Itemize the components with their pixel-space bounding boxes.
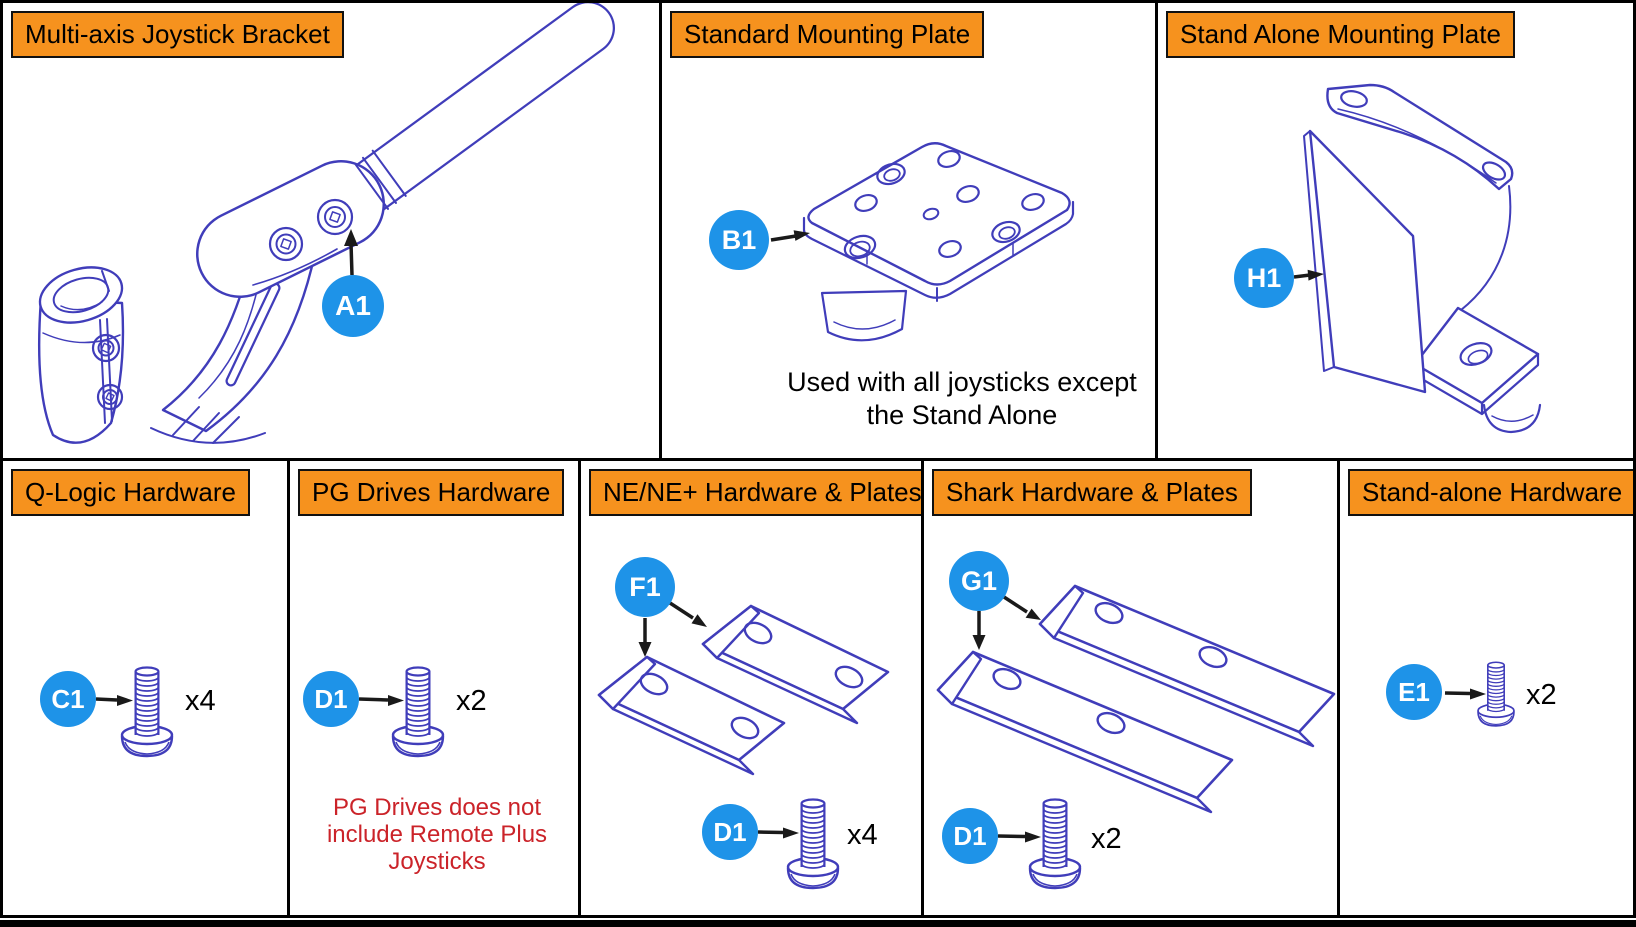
- panel-multi-axis-bracket: Multi-axis Joystick Bracket A1: [0, 0, 662, 461]
- h1-arrow: [1293, 269, 1324, 281]
- f1-arrows: [638, 601, 707, 657]
- stand-alone-plate-drawing: [1293, 83, 1542, 434]
- callout-d1-ne[interactable]: D1: [702, 804, 758, 860]
- joystick-bracket-drawing: [38, 3, 615, 444]
- qlogic-screw-drawing: [95, 666, 174, 758]
- panel-standard-mounting-plate: Standard Mounting Plate B1 Used with all…: [659, 0, 1158, 461]
- callout-f1[interactable]: F1: [615, 557, 675, 617]
- stand-alone-screw-drawing: [1444, 661, 1515, 727]
- ne-plates-drawing: [597, 601, 890, 890]
- panel-shark-hardware: Shark Hardware & Plates G1 D1 x2: [921, 458, 1340, 918]
- callout-c1[interactable]: C1: [40, 671, 96, 727]
- pg-drives-note: PG Drives does not include Remote Plus J…: [326, 794, 548, 875]
- callout-d1-pg[interactable]: D1: [303, 671, 359, 727]
- d1-arrow-pg: [358, 695, 404, 706]
- c1-arrow: [95, 695, 133, 706]
- panel-title-multi-axis: Multi-axis Joystick Bracket: [11, 11, 344, 58]
- e1-arrow: [1444, 688, 1486, 700]
- panel-title-stand-alone-plate: Stand Alone Mounting Plate: [1166, 11, 1515, 58]
- panel-title-stand-alone-hw: Stand-alone Hardware: [1348, 469, 1633, 516]
- g1-arrows: [972, 595, 1041, 650]
- standard-plate-caption: Used with all joysticks except the Stand…: [787, 367, 1137, 430]
- b1-arrow: [770, 230, 810, 242]
- callout-d1-shark[interactable]: D1: [942, 808, 998, 864]
- panel-q-logic-hardware: Q-Logic Hardware C1 x4: [0, 458, 290, 918]
- qty-d1-shark: x2: [1091, 823, 1122, 855]
- callout-e1[interactable]: E1: [1386, 664, 1442, 720]
- panel-ne-hardware: NE/NE+ Hardware & Plates F1 D1 x4: [578, 458, 924, 918]
- qty-d1-pg: x2: [456, 685, 487, 717]
- standard-plate-drawing: [770, 142, 1075, 342]
- qty-e1: x2: [1526, 679, 1557, 711]
- panel-title-ne: NE/NE+ Hardware & Plates: [589, 469, 921, 516]
- a1-arrow: [344, 229, 358, 276]
- d1-arrow-shark: [997, 831, 1041, 843]
- qty-c1: x4: [185, 685, 216, 717]
- qty-d1-ne: x4: [847, 819, 878, 851]
- callout-g1[interactable]: G1: [949, 551, 1009, 611]
- callout-h1[interactable]: H1: [1234, 248, 1294, 308]
- d1-arrow-ne: [757, 827, 799, 839]
- panel-title-q-logic: Q-Logic Hardware: [11, 469, 250, 516]
- shark-plates-drawing: [936, 584, 1336, 890]
- callout-a1[interactable]: A1: [322, 275, 384, 337]
- panel-stand-alone-mounting-plate: Stand Alone Mounting Plate H1: [1155, 0, 1636, 461]
- callout-b1[interactable]: B1: [709, 210, 769, 270]
- panel-title-standard-plate: Standard Mounting Plate: [670, 11, 985, 58]
- panel-pg-drives-hardware: PG Drives Hardware D1 x2 PG Drives does …: [287, 458, 581, 918]
- panel-title-pg-drives: PG Drives Hardware: [298, 469, 565, 516]
- panel-title-shark: Shark Hardware & Plates: [932, 469, 1252, 516]
- bottom-crop-bar: [0, 920, 1636, 927]
- pg-screw-drawing: [358, 666, 445, 758]
- panel-stand-alone-hardware: Stand-alone Hardware E1 x2: [1337, 458, 1636, 918]
